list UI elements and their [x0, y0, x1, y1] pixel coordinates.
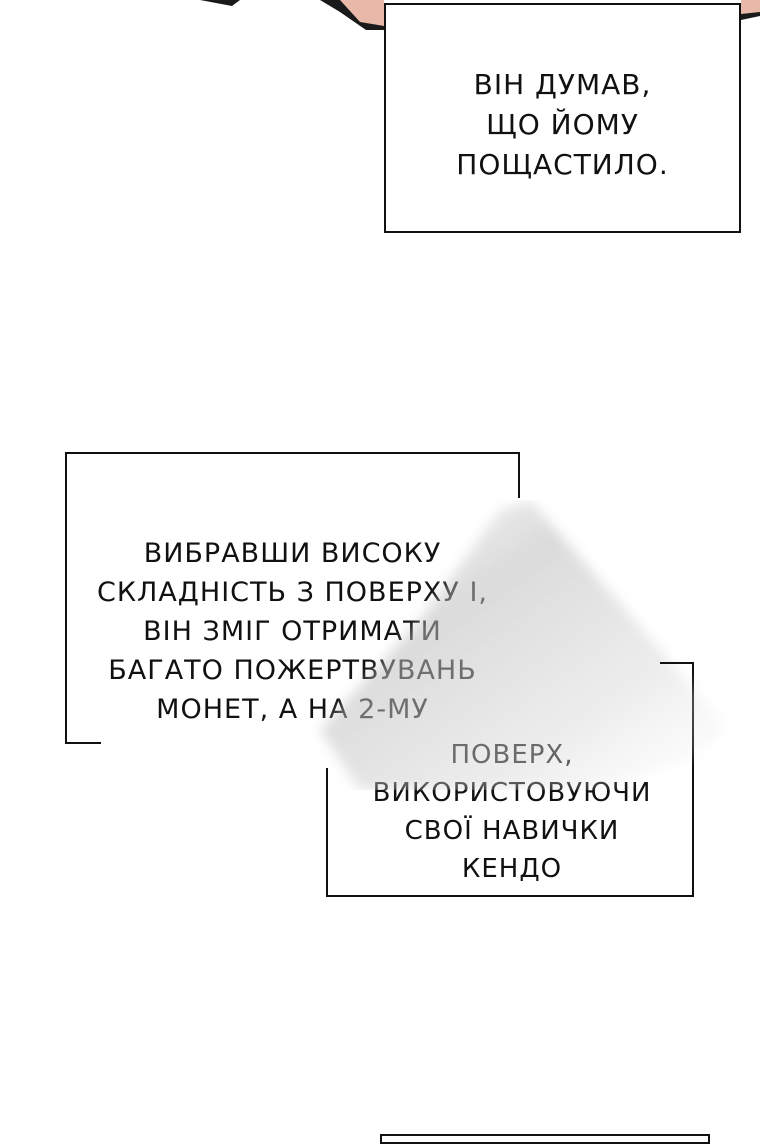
caption-2-line-1: Вибравши високу — [143, 538, 442, 569]
caption-box-3-top-edge — [660, 662, 694, 664]
caption-3-line-3: свої навички — [404, 816, 620, 846]
caption-3-line-2: використовуючи — [372, 778, 652, 808]
next-caption-box-edge — [380, 1134, 710, 1144]
caption-1-line-3: пощастило. — [456, 148, 669, 181]
caption-2-line-5: монет, а на 2-му — [156, 694, 429, 725]
caption-box-2: Вибравши високу складність з поверху I, … — [65, 452, 518, 744]
top-panel-art — [200, 0, 760, 30]
caption-box-3-left-edge — [326, 768, 328, 897]
caption-2-line-2: складність з поверху I, — [97, 577, 488, 608]
caption-box-1: Він думав, що йому пощастило. — [384, 3, 741, 233]
caption-3-line-4: кендо — [461, 854, 563, 884]
caption-1-line-2: що йому — [486, 108, 639, 141]
caption-2-line-4: багато пожертвувань — [108, 655, 477, 686]
caption-1-line-1: Він думав, — [473, 68, 652, 101]
caption-2-line-3: він зміг отримати — [143, 616, 442, 647]
